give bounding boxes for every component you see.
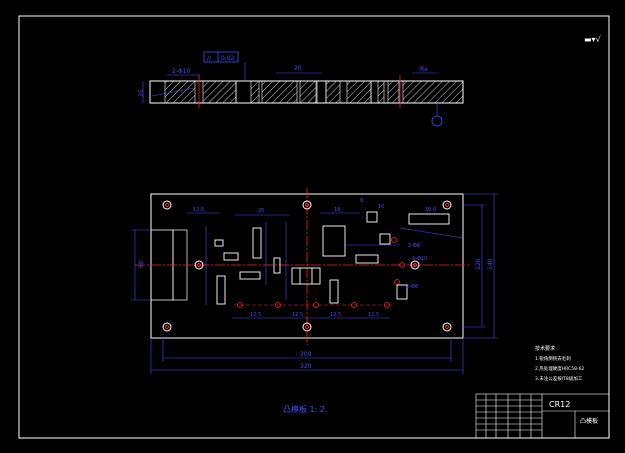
notes-block: 技术要求 1.锐角倒钝去毛刺 2.热处理硬度HRC58-62 3.未注公差按IT… xyxy=(535,345,584,382)
note-line: 1.锐角倒钝去毛刺 xyxy=(535,355,571,362)
dim-slot-a: 12.5 xyxy=(193,207,204,213)
punch-openings xyxy=(214,211,450,305)
dim-overall-height: 120 xyxy=(475,258,482,270)
tol-value: 0.02 xyxy=(221,55,235,62)
dim-pitch-3: 12.5 xyxy=(330,312,341,318)
dim-slot-c: 18 xyxy=(334,207,340,213)
datum-circle xyxy=(431,115,443,127)
plan-view: 12.5 25 18 8 10 30.6 2-Φ6 2-Φ8 4-Φ10 12.… xyxy=(131,188,498,374)
side-hole xyxy=(410,260,420,270)
note-line: 2.热处理硬度HRC58-62 xyxy=(535,365,584,372)
dim-right-c: 2-Φ8 xyxy=(406,284,418,290)
dim-overall-width: 300 xyxy=(300,351,312,358)
corner-hole xyxy=(162,322,172,332)
dim-left-step: 60 xyxy=(138,260,145,268)
roughness-symbol: ▬▾√ xyxy=(584,35,602,44)
section-left-label: 2-Φ10 xyxy=(172,68,191,75)
dim-right-top: 30.6 xyxy=(425,207,436,213)
dim-outer-width: 320 xyxy=(300,363,312,370)
title-block xyxy=(475,393,610,439)
section-thickness-label: 25 xyxy=(138,89,145,97)
section-view: // 0.02 2-Φ10 20 25 Ra xyxy=(138,51,464,127)
inner-dimensions xyxy=(187,212,464,319)
section-right-label: Ra xyxy=(420,66,428,73)
tolerance-frame xyxy=(203,51,239,63)
mid-hole xyxy=(302,322,312,332)
dim-pitch-4: 12.5 xyxy=(368,312,379,318)
notes-heading: 技术要求 xyxy=(535,345,555,352)
dim-small-a: 8 xyxy=(360,198,363,204)
dim-pitch-2: 12.5 xyxy=(292,312,303,318)
material-label: CR12 xyxy=(549,400,570,409)
tol-symbol: // xyxy=(207,55,212,62)
corner-hole xyxy=(162,200,172,210)
dim-slot-b: 25 xyxy=(258,208,264,214)
dim-hole-note: 4-Φ10 xyxy=(412,256,427,262)
pilot-hole-row xyxy=(237,237,405,308)
dim-pitch-1: 12.5 xyxy=(250,312,261,318)
note-line: 3.未注公差按IT8级加工 xyxy=(535,375,583,382)
dim-right-b: 2-Φ6 xyxy=(408,243,420,249)
corner-hole xyxy=(442,200,452,210)
side-hole xyxy=(194,260,204,270)
dim-small-b: 10 xyxy=(378,204,384,210)
section-top-label: 20 xyxy=(294,65,302,72)
part-name-label: 凸模板 xyxy=(580,417,598,425)
mid-hole xyxy=(302,200,312,210)
dim-outer-height: 140 xyxy=(487,258,494,270)
scale-note: 凸模板 1: 2 xyxy=(283,404,325,414)
drawing-border xyxy=(18,15,610,439)
outer-dimensions xyxy=(131,193,498,374)
corner-hole xyxy=(442,322,452,332)
